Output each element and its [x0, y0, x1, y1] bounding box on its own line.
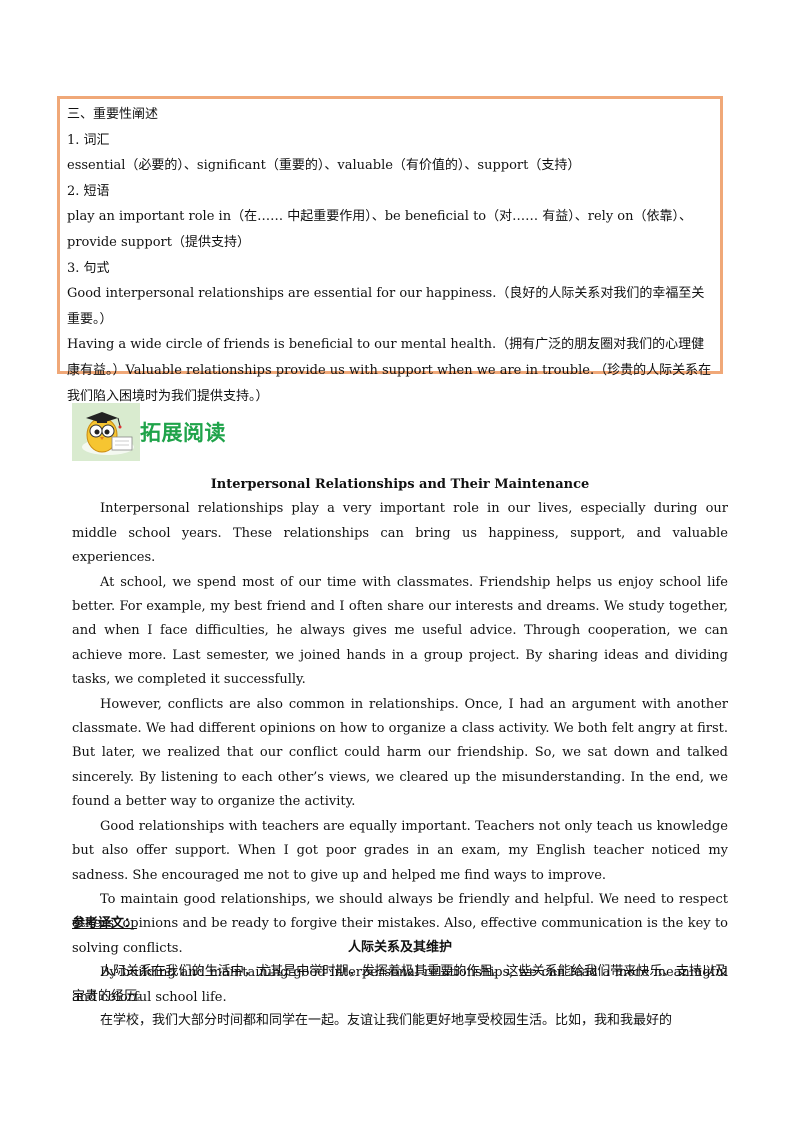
translation-paragraph: 在学校，我们大部分时间都和同学在一起。友谊让我们能更好地享受校园生活。比如，我和… [100, 1013, 673, 1029]
sentence-1: Good interpersonal relationships are ess… [67, 286, 705, 327]
vocab-label: 1. 词汇 [67, 132, 110, 148]
box-heading: 三、重要性阐述 [67, 107, 159, 122]
translation-paragraph: 人际关系在我们的生活中，尤其是中学时期，发挥着极其重要的作用。这些关系能给我们带… [72, 964, 728, 1004]
article: Interpersonal Relationships and Their Ma… [72, 473, 728, 1010]
translation-title: 人际关系及其维护 [347, 940, 452, 955]
article-paragraph: Interpersonal relationships play a very … [72, 501, 728, 566]
reference-translation: 人际关系及其维护 人际关系在我们的生活中，尤其是中学时期，发挥着极其重要的作用。… [72, 936, 728, 1034]
sentence-2: Having a wide circle of friends is benef… [67, 337, 712, 404]
extended-reading-banner: 拓展阅读 [72, 403, 226, 461]
owl-scholar-icon [72, 403, 140, 461]
vocab-text: essential（必要的）、significant（重要的）、valuable… [67, 158, 581, 174]
article-paragraph: By building and maintaining good interpe… [72, 965, 728, 1005]
article-paragraph: However, conflicts are also common in re… [72, 696, 728, 810]
article-title: Interpersonal Relationships and Their Ma… [210, 477, 590, 492]
banner-title: 拓展阅读 [140, 421, 226, 445]
article-paragraph: To maintain good relationships, we shoul… [72, 891, 728, 956]
article-paragraph: At school, we spend most of our time wit… [72, 574, 728, 688]
reference-translation-label: 参考译文： [72, 916, 138, 931]
phrase-label: 2. 短语 [67, 183, 110, 199]
phrase-text: play an important role in（在…… 中起重要作用）、be… [67, 209, 693, 250]
sentence-label: 3. 句式 [67, 260, 110, 276]
key-points-box: 三、重要性阐述 1. 词汇 essential（必要的）、significant… [57, 96, 723, 404]
article-paragraph: Good relationships with teachers are equ… [72, 818, 728, 883]
